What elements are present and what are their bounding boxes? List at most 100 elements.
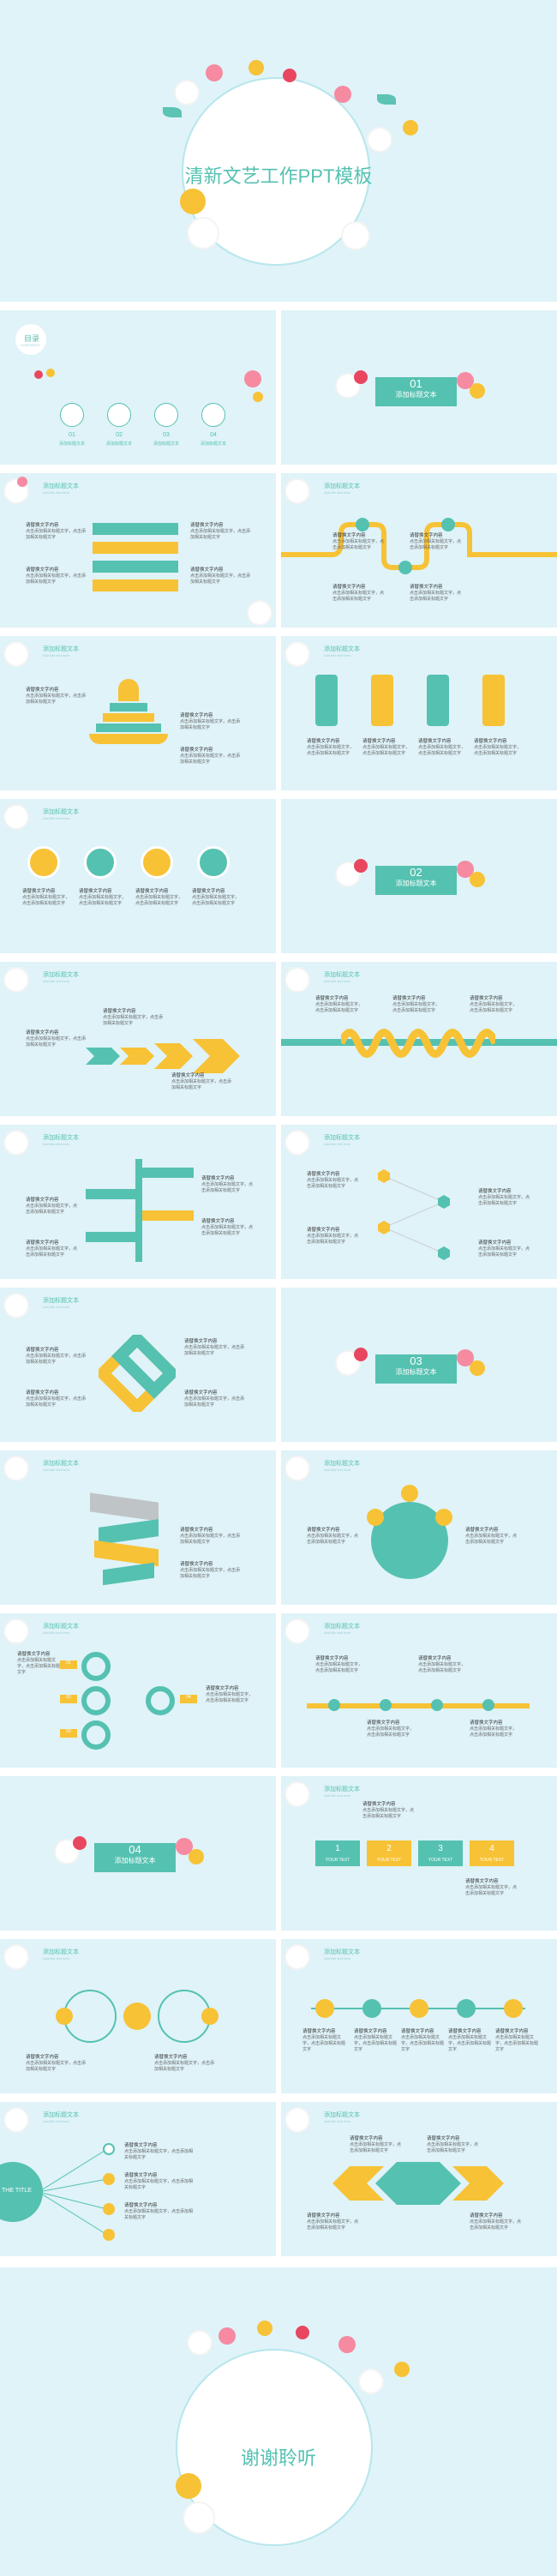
flower-decoration	[457, 1349, 474, 1366]
diamond-band	[332, 2162, 504, 2205]
slide-title: 添加标题文本	[43, 483, 79, 489]
flower-decoration	[5, 1294, 27, 1317]
text-block: 请替换文字内容点击添加相关标题文字，点击添加相关标题文字	[418, 1656, 466, 1673]
flower-decoration	[5, 1620, 27, 1642]
slide-subtitle: Add title text here	[43, 979, 70, 983]
step-bar	[93, 561, 178, 573]
slide-title: 添加标题文本	[324, 483, 360, 489]
pyramid-base	[89, 734, 168, 744]
flower-decoration	[470, 1360, 485, 1376]
flower-decoration	[34, 370, 43, 379]
content-slide-circles: 添加标题文本 Add title text here 请替换文字内容点击添加相关…	[0, 799, 276, 953]
step-bar	[93, 579, 178, 591]
text-block: 请替换文字内容点击添加相关标题文字，点击添加相关标题文字	[307, 2213, 359, 2231]
text-block: 请替换文字内容点击添加相关标题文字，点击添加相关标题文字	[190, 523, 251, 540]
text-block: 请替换文字内容点击添加相关标题文字，点击添加相关标题文字	[26, 1240, 78, 1258]
text-block: 请替换文字内容点击添加相关标题文字，点击添加相关标题文字	[135, 889, 183, 906]
text-block: 请替换文字内容点击添加相关标题文字，点击添加相关标题文字	[26, 523, 87, 540]
slide-subtitle: Add title text here	[324, 2119, 351, 2123]
text-block: 请替换文字内容点击添加相关标题文字，点击添加相关标题文字	[124, 2203, 194, 2220]
content-slide-signpost: 添加标题文本 Add title text here 请替换文字内容点击添加相关…	[0, 1125, 276, 1279]
section-label: 添加标题文本	[395, 1368, 437, 1376]
signpost-arm	[86, 1232, 135, 1242]
slide-title: 添加标题文本	[324, 1135, 360, 1141]
chain-node	[315, 1999, 334, 2018]
content-slide-timeline: 添加标题文本 Add title text here 请替换文字内容点击添加相关…	[281, 1613, 557, 1768]
chain-node	[410, 1999, 428, 2018]
text-block: 请替换文字内容点击添加相关标题文字，点击添加相关标题文字	[302, 2029, 346, 2052]
text-block: 请替换文字内容点击添加相关标题文字，点击添加相关标题文字	[180, 713, 241, 730]
text-block: 请替换文字内容点击添加相关标题文字，点击添加相关标题文字	[192, 889, 240, 906]
content-slide-pyramid: 添加标题文本 Add title text here 请替换文字内容点击添加相关…	[0, 636, 276, 790]
flower-decoration	[73, 1836, 87, 1850]
section-number: 03	[410, 1354, 422, 1367]
pyramid-layer	[103, 713, 154, 722]
section-slide-04: 04 添加标题文本	[0, 1776, 276, 1930]
flower-decoration	[176, 1838, 193, 1855]
flower-decoration	[180, 189, 206, 214]
toc-circle-2[interactable]	[107, 403, 131, 427]
icon-circle	[84, 846, 117, 879]
flower-decoration	[5, 969, 27, 991]
text-block: 请替换文字内容点击添加相关标题文字，点击添加相关标题文字	[26, 688, 87, 705]
slide-title: 添加标题文本	[43, 1298, 79, 1304]
loop-diagram	[56, 1990, 219, 2043]
toc-subtitle: CONTENTS	[21, 343, 39, 347]
section-banner: 03 添加标题文本	[375, 1354, 457, 1384]
toc-circle-1[interactable]	[60, 403, 84, 427]
closing-slide: 谢谢聆听	[0, 2267, 557, 2576]
signpost-arm	[142, 1168, 194, 1178]
slide-subtitle: Add title text here	[43, 2119, 70, 2123]
flower-decoration	[5, 2109, 27, 2131]
slide-subtitle: Add title text here	[43, 1142, 70, 1146]
ribbon-band	[103, 1562, 154, 1586]
slide-subtitle: Add title text here	[324, 1956, 351, 1961]
text-block: 请替换文字内容点击添加相关标题文字，点击添加相关标题文字	[410, 585, 462, 602]
toc-circle-3[interactable]	[154, 403, 178, 427]
flower-decoration	[5, 1132, 27, 1154]
text-block: 请替换文字内容点击添加相关标题文字，点击添加相关标题文字	[79, 889, 127, 906]
content-slide-arrows: 添加标题文本 Add title text here 请替换文字内容点击添加相关…	[0, 473, 276, 627]
flower-decoration	[368, 129, 391, 151]
text-block: 请替换文字内容点击添加相关标题文字，点击添加相关标题文字	[448, 2029, 492, 2052]
text-block: 请替换文字内容点击添加相关标题文字，点击添加相关标题文字	[354, 2029, 398, 2052]
icon-circle	[27, 846, 60, 879]
flower-decoration	[249, 602, 271, 624]
ring-num: 04	[180, 1695, 197, 1703]
toc-label-1: 添加标题文本	[58, 441, 85, 447]
slide-subtitle: Add title text here	[43, 653, 70, 658]
section-number: 01	[410, 377, 422, 390]
fan-node	[103, 2173, 115, 2185]
flower-decoration	[176, 2473, 201, 2499]
slide-title: 添加标题文本	[324, 1949, 360, 1955]
slide-title: 添加标题文本	[43, 1624, 79, 1630]
text-block: 请替换文字内容点击添加相关标题文字，点击添加相关标题文字	[124, 2173, 194, 2190]
tag-card	[315, 675, 338, 726]
flower-decoration	[5, 1946, 27, 1968]
flower-decoration	[17, 477, 27, 487]
text-block: 请替换文字内容点击添加相关标题文字，点击添加相关标题文字	[367, 1720, 415, 1738]
leaf-decoration	[163, 107, 182, 117]
slide-title: 添加标题文本	[324, 1624, 360, 1630]
slide-title: 添加标题文本	[43, 972, 79, 978]
content-slide-chain: 添加标题文本 Add title text here 请替换文字内容点击添加相关…	[281, 1939, 557, 2093]
flower-decoration	[354, 370, 368, 384]
text-block: 请替换文字内容点击添加相关标题文字，点击添加相关标题文字	[154, 2055, 215, 2072]
slide-title: 添加标题文本	[324, 2112, 360, 2118]
toc-circle-4[interactable]	[201, 403, 225, 427]
content-slide-chevrons: 添加标题文本 Add title text here 请替换文字内容点击添加相关…	[0, 962, 276, 1116]
slide-subtitle: Add title text here	[324, 1468, 351, 1472]
slide-subtitle: Add title text here	[324, 1142, 351, 1146]
content-slide-rings: 添加标题文本 Add title text here 01 02 03 04 请…	[0, 1613, 276, 1768]
ribbon-band	[90, 1492, 159, 1522]
fan-node	[103, 2143, 115, 2155]
flower-decoration	[403, 120, 418, 135]
slide-title: 添加标题文本	[43, 1949, 79, 1955]
flower-decoration	[46, 369, 55, 377]
text-block: 请替换文字内容点击添加相关标题文字，点击添加相关标题文字	[465, 1528, 518, 1545]
toc-label-3: 添加标题文本	[153, 441, 179, 447]
tag-card	[482, 675, 505, 726]
timeline-line	[307, 1703, 530, 1708]
